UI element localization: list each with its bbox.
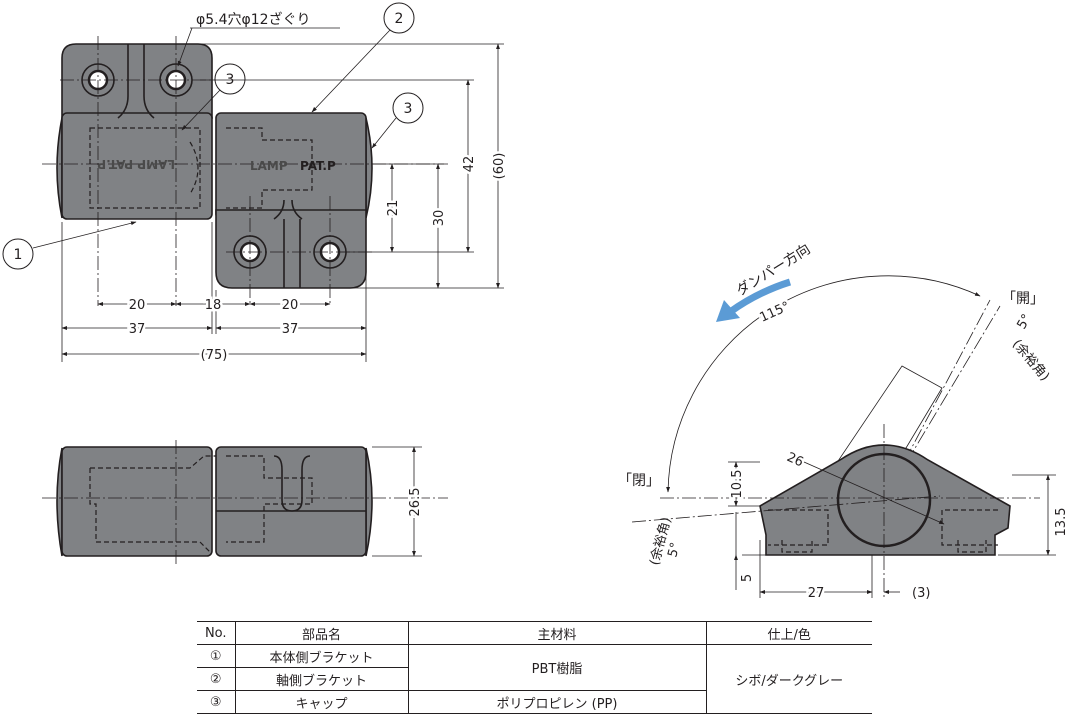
dim-13-5: 13.5: [1054, 508, 1069, 537]
dim-37a: 37: [129, 322, 146, 337]
cap-right: [365, 447, 373, 557]
closed-margin-line: [631, 495, 941, 523]
technical-drawing: LAMP PAT.P LAMP PAT.P φ5.4穴φ12ざぐり 2 3 3 …: [2, 2, 1069, 603]
shaft-bracket-front: [215, 446, 367, 557]
closed-label: 「閉」: [618, 473, 660, 489]
margin-open: (余裕角): [1009, 336, 1053, 384]
header-finish: 仕上/色: [705, 621, 872, 645]
slot-line: [273, 455, 293, 512]
dim-10-5: 10.5: [730, 470, 745, 499]
slot-line: [143, 44, 155, 119]
dim-3: (3): [912, 586, 930, 601]
hole-note: φ5.4穴φ12ざぐり: [196, 11, 311, 28]
row-finish: シボ/ダークグレー: [705, 644, 872, 714]
slot-line: [273, 199, 285, 220]
callout-3-right: 3: [371, 92, 424, 149]
shaft-bracket-block: [215, 112, 367, 220]
header-part-name: 部品名: [234, 621, 409, 645]
dim-60: (60): [492, 153, 507, 180]
dim-42: 42: [462, 156, 477, 173]
side-view: ダンパー方向 115° 「開」 5° (余裕角) 「閉」 (余裕角) 5° 26…: [618, 241, 1069, 603]
row-part-name: 軸側ブラケット: [234, 667, 408, 691]
hidden-outline: [781, 540, 987, 553]
dim-27: 27: [808, 586, 825, 601]
radius-leader: [803, 461, 945, 525]
hidden-outline: [189, 141, 199, 195]
top-view: LAMP PAT.P LAMP PAT.P φ5.4穴φ12ざぐり 2 3 3 …: [2, 2, 510, 366]
angle-arc: [666, 275, 981, 493]
body-bracket-front: [61, 446, 213, 557]
slot-line: [291, 199, 303, 220]
angle-5-closed: 5°: [665, 541, 683, 559]
angle-115: 115°: [758, 299, 793, 325]
hidden-outline: [226, 127, 313, 209]
open-margin-line: [883, 305, 1001, 501]
table-row: ② 軸側ブラケット: [197, 667, 872, 691]
row-part-name: 本体側ブラケット: [234, 644, 409, 668]
slot-line: [117, 44, 129, 119]
callout-1-label: 1: [14, 247, 23, 263]
spec-table: No. 部品名 主材料 仕上/色 ① 本体側ブラケット PBT樹脂 シボ/ダーク…: [197, 621, 872, 714]
dim-18: 18: [205, 298, 222, 313]
row-no: ③: [197, 690, 236, 714]
radius-26: 26: [784, 450, 805, 470]
dim-20b: 20: [282, 298, 299, 313]
hidden-outline: [89, 127, 201, 209]
dim-30: 30: [432, 210, 447, 227]
front-view: 26.5: [42, 440, 448, 564]
table-header-row: No. 部品名 主材料 仕上/色: [197, 621, 872, 645]
embossed-text-left: LAMP PAT.P: [97, 157, 175, 171]
angle-5-open: 5°: [1014, 312, 1034, 332]
row-no: ②: [197, 667, 236, 691]
row-material: ポリプロピレン (PP): [407, 690, 706, 714]
slot-line: [291, 455, 311, 512]
dim-21: 21: [386, 200, 401, 217]
row-part-name: キャップ: [234, 690, 409, 714]
dim-20a: 20: [129, 298, 146, 313]
hidden-outline: [89, 455, 313, 553]
header-material: 主材料: [407, 621, 707, 645]
body-bracket-block: [61, 112, 213, 220]
callout-1: 1: [2, 221, 137, 270]
embossed-brand-right: LAMP: [250, 159, 288, 173]
callout-2: 2: [311, 2, 415, 113]
open-label: 「開」: [1002, 291, 1044, 307]
dim-37b: 37: [282, 322, 299, 337]
header-no: No.: [197, 621, 236, 645]
callout-2-label: 2: [395, 11, 404, 27]
embossed-pat-right: PAT.P: [300, 159, 336, 173]
dim-75: (75): [201, 348, 228, 363]
dim-26-5: 26.5: [408, 488, 423, 517]
dim-5: 5: [740, 574, 755, 582]
row-no: ①: [197, 644, 236, 668]
open-center-line: [883, 299, 991, 501]
table-row: ① 本体側ブラケット PBT樹脂 シボ/ダークグレー: [197, 644, 872, 714]
cap-right: [365, 117, 373, 219]
hidden-outline: [768, 509, 998, 546]
note-leader: [177, 27, 193, 67]
row-material: PBT樹脂: [407, 644, 707, 691]
table-row: ③ キャップ ポリプロピレン (PP): [197, 690, 872, 714]
callout-3b-label: 3: [404, 101, 413, 117]
